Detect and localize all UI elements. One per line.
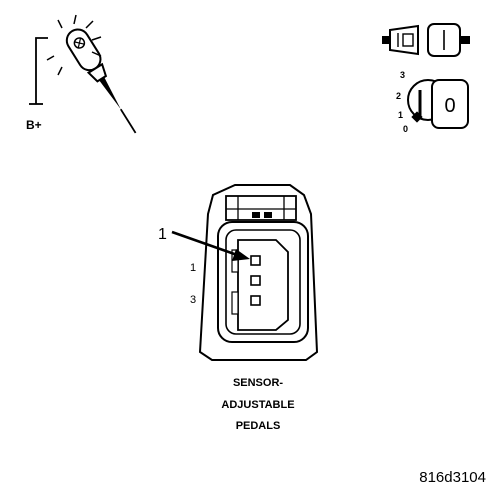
- ignition-position-0: 0: [403, 124, 408, 134]
- connector-caption-line-1: SENSOR-: [233, 377, 283, 389]
- connector-caption-line-3: PEDALS: [236, 420, 281, 432]
- test-light-probe-icon: [29, 14, 137, 134]
- disconnect-connector-icon: [382, 23, 470, 57]
- ignition-position-1: 1: [398, 110, 403, 120]
- supply-label: B+: [26, 118, 42, 132]
- connector-face: [198, 184, 319, 361]
- pin-label-3: 3: [190, 294, 196, 306]
- figure-id: 816d3104: [419, 469, 486, 486]
- connector-caption-line-2: ADJUSTABLE: [221, 399, 294, 411]
- ignition-position-2: 2: [396, 91, 401, 101]
- pin-label-1: 1: [190, 262, 196, 274]
- callout-arrow: [171, 230, 250, 261]
- callout-number: 1: [158, 226, 167, 243]
- ignition-position-3: 3: [400, 70, 405, 80]
- pin-cavity-3: [250, 295, 261, 306]
- ignition-key-label: 0: [444, 95, 455, 117]
- pin-cavity-2: [250, 275, 261, 286]
- pin-cavity-1: [250, 255, 261, 266]
- ignition-switch-icon: [407, 79, 469, 129]
